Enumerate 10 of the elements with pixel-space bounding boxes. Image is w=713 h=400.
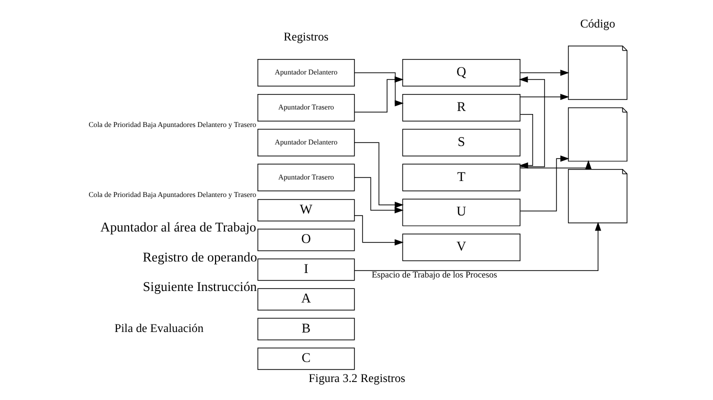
caption: Figura 3.2 Registros (308, 371, 405, 386)
node-label: Registro de operando (142, 249, 257, 264)
node-label: Siguiente Instrucción (142, 279, 256, 294)
node-label: Apuntador al área de Trabajo (100, 220, 256, 235)
edge-label: Espacio de Trabajo de los Procesos (371, 270, 497, 280)
node-label: Cola de Prioridad Baja Apuntadores Delantero y Trasero (88, 120, 256, 130)
label: Pila de Evaluación (114, 320, 204, 335)
label: Registros (283, 30, 328, 44)
node-label: Cola de Prioridad Baja Apuntadores Delantero y Trasero (88, 190, 256, 199)
label: Código (580, 16, 615, 30)
